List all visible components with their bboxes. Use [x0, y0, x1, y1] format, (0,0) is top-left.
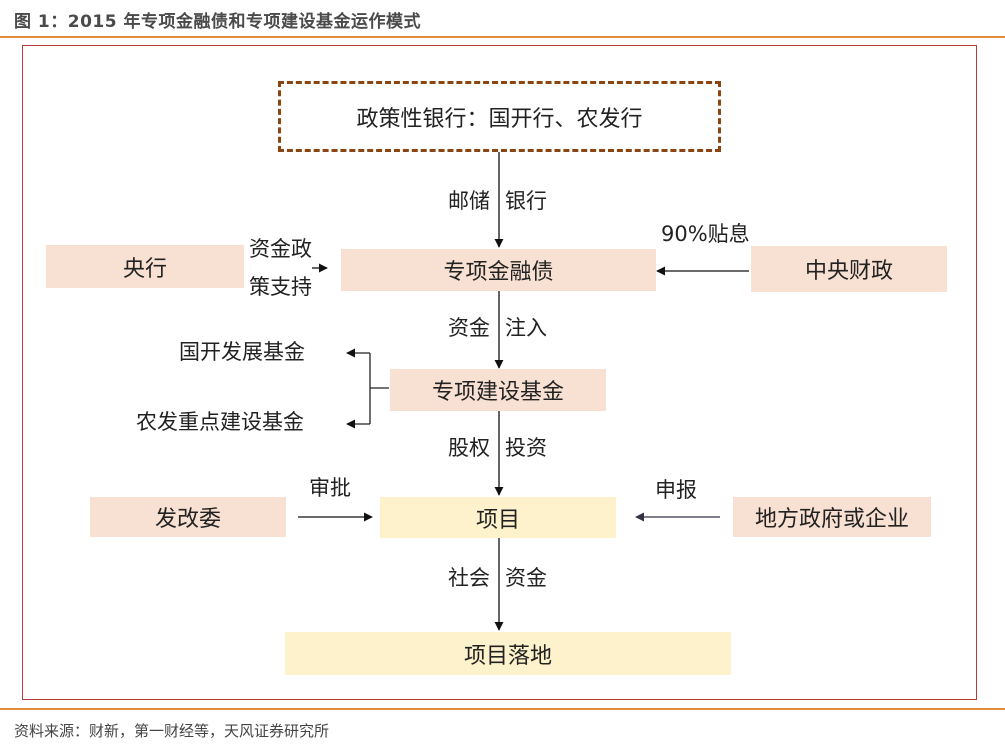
- label-interest-subsidy: 90%贴息: [661, 222, 750, 246]
- node-project: 项目: [380, 497, 616, 538]
- node-project-landing: 项目落地: [285, 632, 731, 675]
- source-note: 资料来源：财新，第一财经等，天风证券研究所: [14, 722, 330, 740]
- node-local-gov: 地方政府或企业: [733, 497, 931, 537]
- label-application: 申报: [655, 478, 697, 502]
- label-capital-b: 注入: [503, 316, 549, 341]
- node-special-fund: 专项建设基金: [390, 369, 606, 411]
- page-title: 图 1：2015 年专项金融债和专项建设基金运作模式: [14, 12, 421, 32]
- node-central-bank: 央行: [46, 245, 244, 288]
- label-equity-a: 股权: [446, 436, 492, 461]
- node-special-bond: 专项金融债: [341, 249, 656, 291]
- label-capital-a: 资金: [446, 316, 492, 341]
- top-rule: [0, 36, 1005, 38]
- label-social-b: 资金: [503, 566, 549, 591]
- bottom-rule: [0, 708, 1005, 710]
- label-approval: 审批: [309, 476, 351, 500]
- node-ndrc: 发改委: [90, 497, 286, 537]
- label-equity-b: 投资: [503, 436, 549, 461]
- node-policy-banks: 政策性银行：国开行、农发行: [278, 81, 721, 152]
- node-adbc-fund: 农发重点建设基金: [136, 410, 304, 434]
- label-social-a: 社会: [446, 566, 492, 591]
- label-postal-bank-b: 银行: [503, 189, 549, 214]
- label-policy-support-a: 资金政: [249, 237, 312, 261]
- node-central-finance: 中央财政: [751, 246, 947, 292]
- label-policy-support-b: 策支持: [249, 275, 312, 299]
- label-postal-bank-a: 邮储: [446, 189, 492, 214]
- diagram-frame: [22, 45, 977, 700]
- node-cdb-fund: 国开发展基金: [179, 340, 305, 364]
